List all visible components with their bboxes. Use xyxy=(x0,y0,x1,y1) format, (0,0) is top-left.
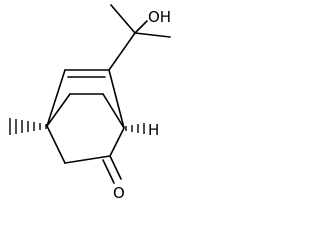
bond-c4-c8 xyxy=(46,93,71,127)
bridgehead-hydrogen-label: H xyxy=(148,121,159,139)
bond-sidechain-methyl-left xyxy=(110,4,136,34)
bond-c5-c6 xyxy=(64,155,111,164)
hydroxyl-label: OH xyxy=(148,8,171,26)
carbonyl-oxygen-label: O xyxy=(113,184,125,202)
bond-sidechain-oh xyxy=(134,20,148,34)
bond-c4-c5 xyxy=(46,125,66,164)
molecule-structure: OH O H xyxy=(9,4,171,202)
bond-c7-c1 xyxy=(102,93,125,129)
hashed-bond-methyl xyxy=(9,118,47,135)
bond-c2-sidechain xyxy=(108,32,136,71)
bond-c3-c4 xyxy=(46,69,66,127)
bond-c2-c1 xyxy=(108,69,125,129)
bond-c6-c1 xyxy=(109,127,125,157)
carbonyl-bond-inner xyxy=(102,159,115,184)
carbonyl-bond-outer xyxy=(109,155,122,180)
hashed-bond-hydrogen xyxy=(125,123,145,134)
bond-sidechain-methyl-right xyxy=(134,32,171,38)
